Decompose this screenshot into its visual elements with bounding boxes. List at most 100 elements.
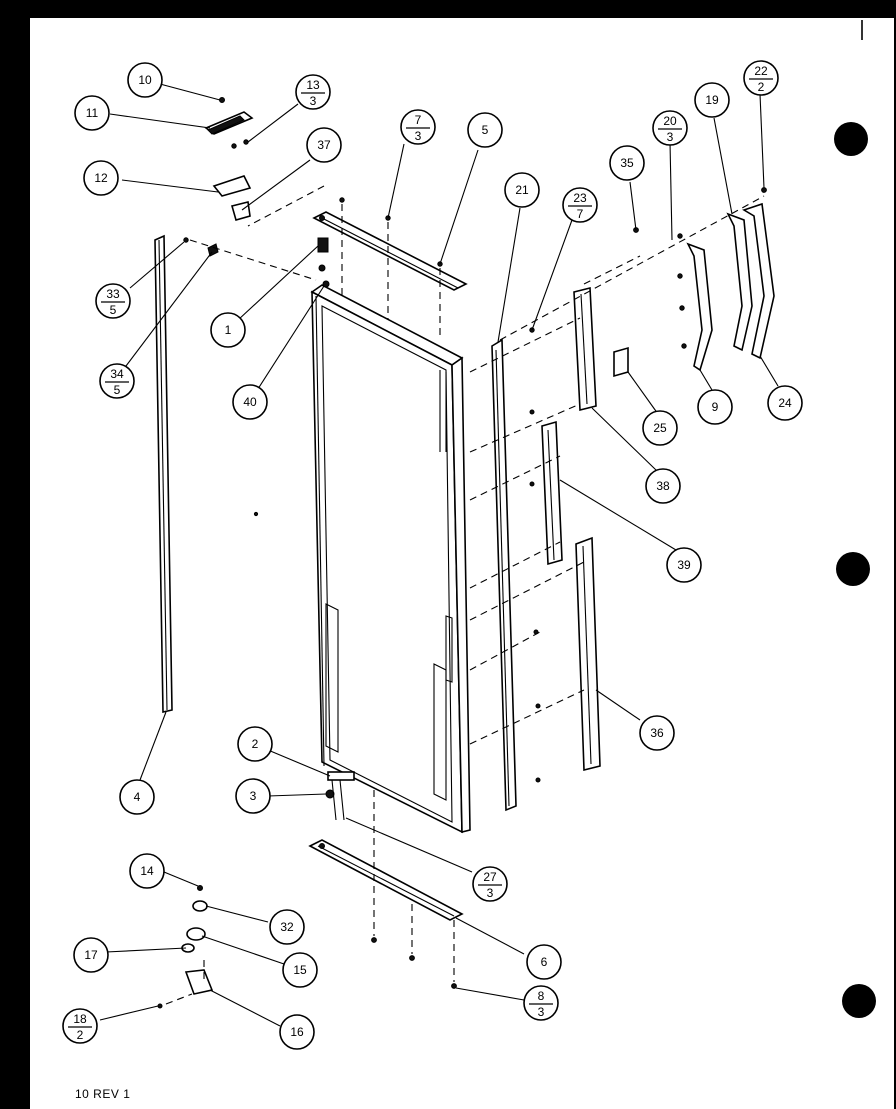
callout-number: 22 xyxy=(754,64,768,78)
bottom-channel-6 xyxy=(308,839,464,921)
alignment-lines xyxy=(165,185,765,1005)
binder-hole-bottom xyxy=(842,984,876,1018)
handle-9 xyxy=(686,242,713,372)
callout-number: 39 xyxy=(677,558,691,572)
callout-38: 38 xyxy=(645,468,681,504)
callout-35: 35 xyxy=(609,145,645,181)
callout-number: 7 xyxy=(415,113,422,127)
callout-quantity: 3 xyxy=(415,129,422,143)
callout-9: 9 xyxy=(697,389,733,425)
callout-34: 345 xyxy=(99,363,135,399)
leader-lines xyxy=(99,83,779,1027)
callout-number: 5 xyxy=(482,123,489,137)
handle-24 xyxy=(742,202,775,360)
callout-40: 40 xyxy=(232,384,268,420)
callout-quantity: 3 xyxy=(538,1005,545,1019)
callout-quantity: 5 xyxy=(110,303,117,317)
callout-25: 25 xyxy=(642,410,678,446)
bottom-hinge-assembly xyxy=(157,885,214,1009)
callout-4: 4 xyxy=(119,779,155,815)
callout-19: 19 xyxy=(694,82,730,118)
callout-number: 11 xyxy=(86,106,99,120)
callout-number: 16 xyxy=(290,1025,304,1039)
handle-19 xyxy=(726,212,753,352)
cover-25 xyxy=(613,346,629,378)
callout-5: 5 xyxy=(467,112,503,148)
callout-number: 3 xyxy=(250,789,257,803)
callout-number: 36 xyxy=(650,726,664,740)
callout-13: 133 xyxy=(295,74,331,110)
callout-15: 15 xyxy=(282,952,318,988)
callout-number: 19 xyxy=(705,93,719,107)
callout-number: 21 xyxy=(515,183,529,197)
callout-6: 6 xyxy=(526,944,562,980)
hinge-side-strip-21 xyxy=(491,338,517,812)
callout-14: 14 xyxy=(129,853,165,889)
callout-number: 24 xyxy=(778,396,792,410)
callout-quantity: 2 xyxy=(758,80,765,94)
callout-number: 15 xyxy=(293,963,307,977)
callout-17: 17 xyxy=(73,937,109,973)
lower-hinge-pin-parts xyxy=(325,771,355,821)
callout-number: 20 xyxy=(663,114,677,128)
callout-24: 24 xyxy=(767,385,803,421)
callout-number: 6 xyxy=(541,955,548,969)
callout-3: 3 xyxy=(235,778,271,814)
binder-hole-top xyxy=(834,122,868,156)
callout-number: 14 xyxy=(140,864,154,878)
callout-number: 10 xyxy=(138,73,152,87)
top-door-hardware xyxy=(183,237,330,288)
callout-number: 8 xyxy=(538,989,545,1003)
callout-37: 37 xyxy=(306,127,342,163)
callout-8: 83 xyxy=(523,985,559,1021)
callout-20: 203 xyxy=(652,110,688,146)
callout-36: 36 xyxy=(639,715,675,751)
callout-number: 32 xyxy=(280,920,294,934)
callout-quantity: 3 xyxy=(487,886,494,900)
callout-number: 25 xyxy=(653,421,667,435)
callout-number: 12 xyxy=(94,171,108,185)
callout-16: 16 xyxy=(279,1014,315,1050)
callout-number: 38 xyxy=(656,479,670,493)
callout-12: 12 xyxy=(83,160,119,196)
callout-quantity: 3 xyxy=(310,94,317,108)
top-hinge-assembly xyxy=(204,97,254,221)
callout-number: 35 xyxy=(620,156,634,170)
callout-21: 21 xyxy=(504,172,540,208)
callout-23: 237 xyxy=(562,187,598,223)
callout-2: 2 xyxy=(237,726,273,762)
callout-39: 39 xyxy=(666,547,702,583)
callout-22: 222 xyxy=(743,60,779,96)
callout-quantity: 3 xyxy=(667,130,674,144)
callout-number: 34 xyxy=(110,367,124,381)
callout-number: 27 xyxy=(483,870,497,884)
callout-number: 1 xyxy=(225,323,232,337)
sheet-revision-label: 10 REV 1 xyxy=(75,1087,131,1101)
callout-number: 13 xyxy=(306,78,320,92)
callout-number: 17 xyxy=(84,948,98,962)
callout-quantity: 7 xyxy=(577,207,584,221)
callout-32: 32 xyxy=(269,909,305,945)
trim-38 xyxy=(573,286,597,412)
trim-36 xyxy=(575,536,601,772)
callout-number: 33 xyxy=(106,287,120,301)
callout-1: 1 xyxy=(210,312,246,348)
callout-33: 335 xyxy=(95,283,131,319)
callout-11: 11 xyxy=(74,95,110,131)
callout-number: 9 xyxy=(712,400,719,414)
callout-number: 2 xyxy=(252,737,259,751)
callout-quantity: 2 xyxy=(77,1028,84,1042)
callout-number: 23 xyxy=(573,191,587,205)
callout-number: 40 xyxy=(243,395,257,409)
top-channel-5 xyxy=(312,211,468,291)
callout-number: 18 xyxy=(73,1012,87,1026)
door-panel xyxy=(310,284,471,834)
callout-27: 273 xyxy=(472,866,508,902)
callout-18: 182 xyxy=(62,1008,98,1044)
callout-quantity: 5 xyxy=(114,383,121,397)
callout-10: 10 xyxy=(127,62,163,98)
binder-hole-middle xyxy=(836,552,870,586)
callout-number: 37 xyxy=(317,138,331,152)
